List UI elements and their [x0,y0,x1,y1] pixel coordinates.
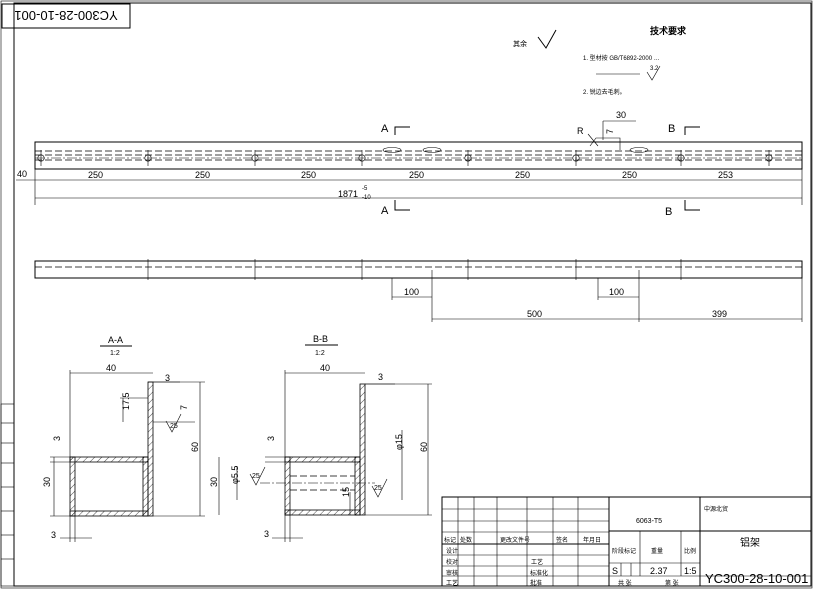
aa-dim-175: 17.5 [121,392,131,410]
title-block: 标记 处数 更改文件号 签名 年月日 设计 校对 审核 工艺 工艺 标准化 批准… [441,496,812,587]
bb-width-dim: 40 [320,363,330,373]
tech-req-title: 技术要求 [650,25,687,36]
aa-dim-3-bottom: 3 [51,530,56,540]
section-aa-scale: 1:2 [110,350,120,357]
section-bb-scale: 1:2 [315,350,325,357]
second-dim-3: 500 [527,309,542,319]
aa-roughness: 25 [170,423,178,430]
tech-req-item-1: 1. 型材按 GB/T6892-2000 … [583,54,660,62]
company-name: 中源北贸 [704,505,728,513]
section-marks: A B A B [381,123,700,218]
total-length-dim: 1871 [338,189,358,199]
aa-height-dim: 60 [190,442,200,452]
std-label: 标准化 [530,569,548,577]
bb-hole-d15: φ15 [394,434,404,450]
spacing-dim-5: 250 [515,170,530,180]
slot-depth-dim: 7 [605,129,615,134]
bb-wall-dim: 3 [378,372,383,382]
section-aa-title: A-A [108,335,123,345]
section-aa: A-A 1:2 40 3 17.5 7 25 60 3 30 3 [42,335,205,542]
section-mark-b-top: B [668,123,675,135]
roughness-note-label: 其余 [513,39,527,48]
spacing-dim-6: 250 [622,170,637,180]
roughness-note: 其余 [513,29,557,49]
main-view: R 30 7 [34,110,803,170]
aa-roughness-icon [165,413,182,433]
scale-label: 比例 [684,547,696,555]
bb-dim-30: 30 [209,477,219,487]
slot-width-dim: 30 [616,110,626,120]
total-tol-upper: -5 [362,186,368,192]
sign-row-check: 校对 [446,558,458,566]
aa-wall-dim: 3 [165,373,170,383]
spacing-dim-2: 250 [195,170,210,180]
left-margin-boxes [0,403,15,587]
section-mark-b-bottom: B [665,206,672,218]
drawing-number-main: YC300-28-10-001 [705,571,808,586]
spacing-dim-1: 250 [88,170,103,180]
sign-row-design: 设计 [446,547,458,555]
second-dim-1: 100 [404,287,419,297]
tech-req-roughness-icon [646,65,661,81]
stage-value: S [612,566,618,576]
drawing-number-rotated: YC300-28-10-001 [14,8,117,23]
rev-header-sign: 签名 [556,536,568,544]
tech-requirements: 技术要求 1. 型材按 GB/T6892-2000 … 3.2 2. 锐边去毛刺… [583,25,687,96]
bb-dim-15: 15 [341,487,351,497]
sheet-number: 第 张 [665,579,679,587]
bb-roughness-b-icon [371,478,388,498]
sign-row-craft: 工艺 [446,579,458,587]
rotated-drawing-number-box: YC300-28-10-001 [1,3,131,29]
left-offset-dim: 40 [17,169,27,179]
craft-label: 工艺 [531,558,543,566]
weight-value: 2.37 [650,566,668,576]
spacing-dim-4: 250 [409,170,424,180]
slot-r-label: R [577,126,584,136]
rev-header-count: 处数 [460,536,472,544]
rev-header-doc: 更改文件号 [500,536,530,544]
spacing-dim-3: 250 [301,170,316,180]
bb-height-dim: 60 [419,442,429,452]
main-dimensions: 40 250 250 250 250 250 250 253 1871 -5 -… [16,169,803,205]
weight-label: 重量 [651,547,663,555]
approve-label: 批准 [530,579,542,587]
hole-markers [37,150,773,166]
bb-dim-3-left: 3 [266,436,276,441]
aa-dim-7: 7 [179,405,189,410]
spacing-dim-7: 253 [718,170,733,180]
rev-header-mark: 标记 [444,536,456,544]
sheet-total: 共 张 [618,579,632,587]
bb-hole-d55: φ5.5 [230,466,240,484]
second-dim-2: 100 [609,287,624,297]
section-bb-title: B-B [313,334,328,344]
tech-req-item-roughness: 3.2 [650,66,659,72]
bb-roughness-a-icon [249,466,266,486]
aa-dim-30: 30 [42,477,52,487]
total-tol-lower: -10 [362,195,371,201]
part-name: 铝架 [740,537,760,549]
tech-req-item-2: 2. 锐边去毛刺。 [583,88,626,96]
section-mark-a-top: A [381,123,389,135]
second-view: 100 100 500 399 [34,259,803,322]
material: 6063-T5 [636,518,662,525]
stage-label: 阶段标记 [612,547,636,555]
sign-row-review: 审核 [446,569,458,577]
rev-header-date: 年月日 [583,536,601,544]
section-bb: B-B 1:2 40 3 3 30 φ5.5 25 25 φ15 15 [209,334,432,542]
aa-width-dim: 40 [106,363,116,373]
bb-dim-3-bottom: 3 [264,529,269,539]
roughness-triangle-icon [537,29,557,49]
aa-dim-3-left: 3 [52,436,62,441]
bb-roughness-b: 25 [374,485,382,492]
section-mark-a-bottom: A [381,205,389,217]
scale-value: 1:5 [684,566,697,576]
second-dim-4: 399 [712,309,727,319]
bb-roughness-a: 25 [252,473,260,480]
